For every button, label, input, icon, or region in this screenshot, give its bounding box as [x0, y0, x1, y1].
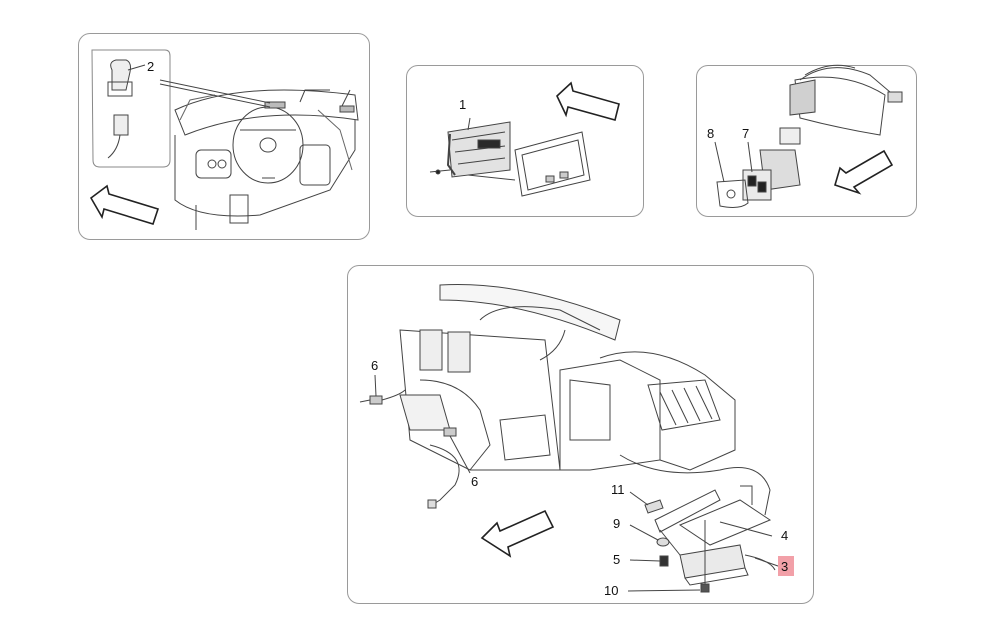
nut-part-10 — [627, 583, 710, 593]
hvac-housing — [399, 283, 771, 516]
callout-6-lower: 6 — [471, 474, 478, 489]
callout-5: 5 — [613, 552, 620, 567]
direction-arrow-3 — [834, 149, 894, 195]
callout-7: 7 — [742, 126, 749, 141]
callout-10: 10 — [604, 583, 618, 598]
highlight-box — [778, 556, 794, 576]
sensor-part-6-upper — [359, 374, 406, 405]
rear-view-mirror — [789, 64, 903, 136]
callout-6-upper: 6 — [371, 358, 378, 373]
direction-arrow-2 — [556, 81, 620, 121]
callout-9: 9 — [613, 516, 620, 531]
panel-climate-control-unit — [406, 65, 644, 217]
bracket-part-4 — [654, 485, 773, 546]
climate-control-unit-1 — [429, 117, 511, 178]
washer-part-9 — [629, 524, 670, 547]
pad-part-11 — [629, 491, 664, 514]
sensor-part-7 — [742, 127, 801, 201]
trim-bezel — [467, 131, 591, 197]
callout-8: 8 — [707, 126, 714, 141]
callout-3: 3 — [781, 559, 788, 574]
callout-1: 1 — [459, 97, 466, 112]
direction-arrow-4 — [480, 509, 555, 558]
callout-4: 4 — [781, 528, 788, 543]
callout-11: 11 — [611, 482, 625, 497]
screw-part-5 — [629, 555, 669, 567]
sensor-part-6-lower — [443, 427, 471, 474]
control-module-part-3 — [679, 544, 776, 586]
callout-2: 2 — [147, 59, 154, 74]
direction-arrow-1 — [89, 184, 160, 225]
sensor-part-2 — [107, 59, 146, 159]
cover-part-8 — [716, 179, 749, 208]
dashboard-illustration — [91, 49, 359, 230]
